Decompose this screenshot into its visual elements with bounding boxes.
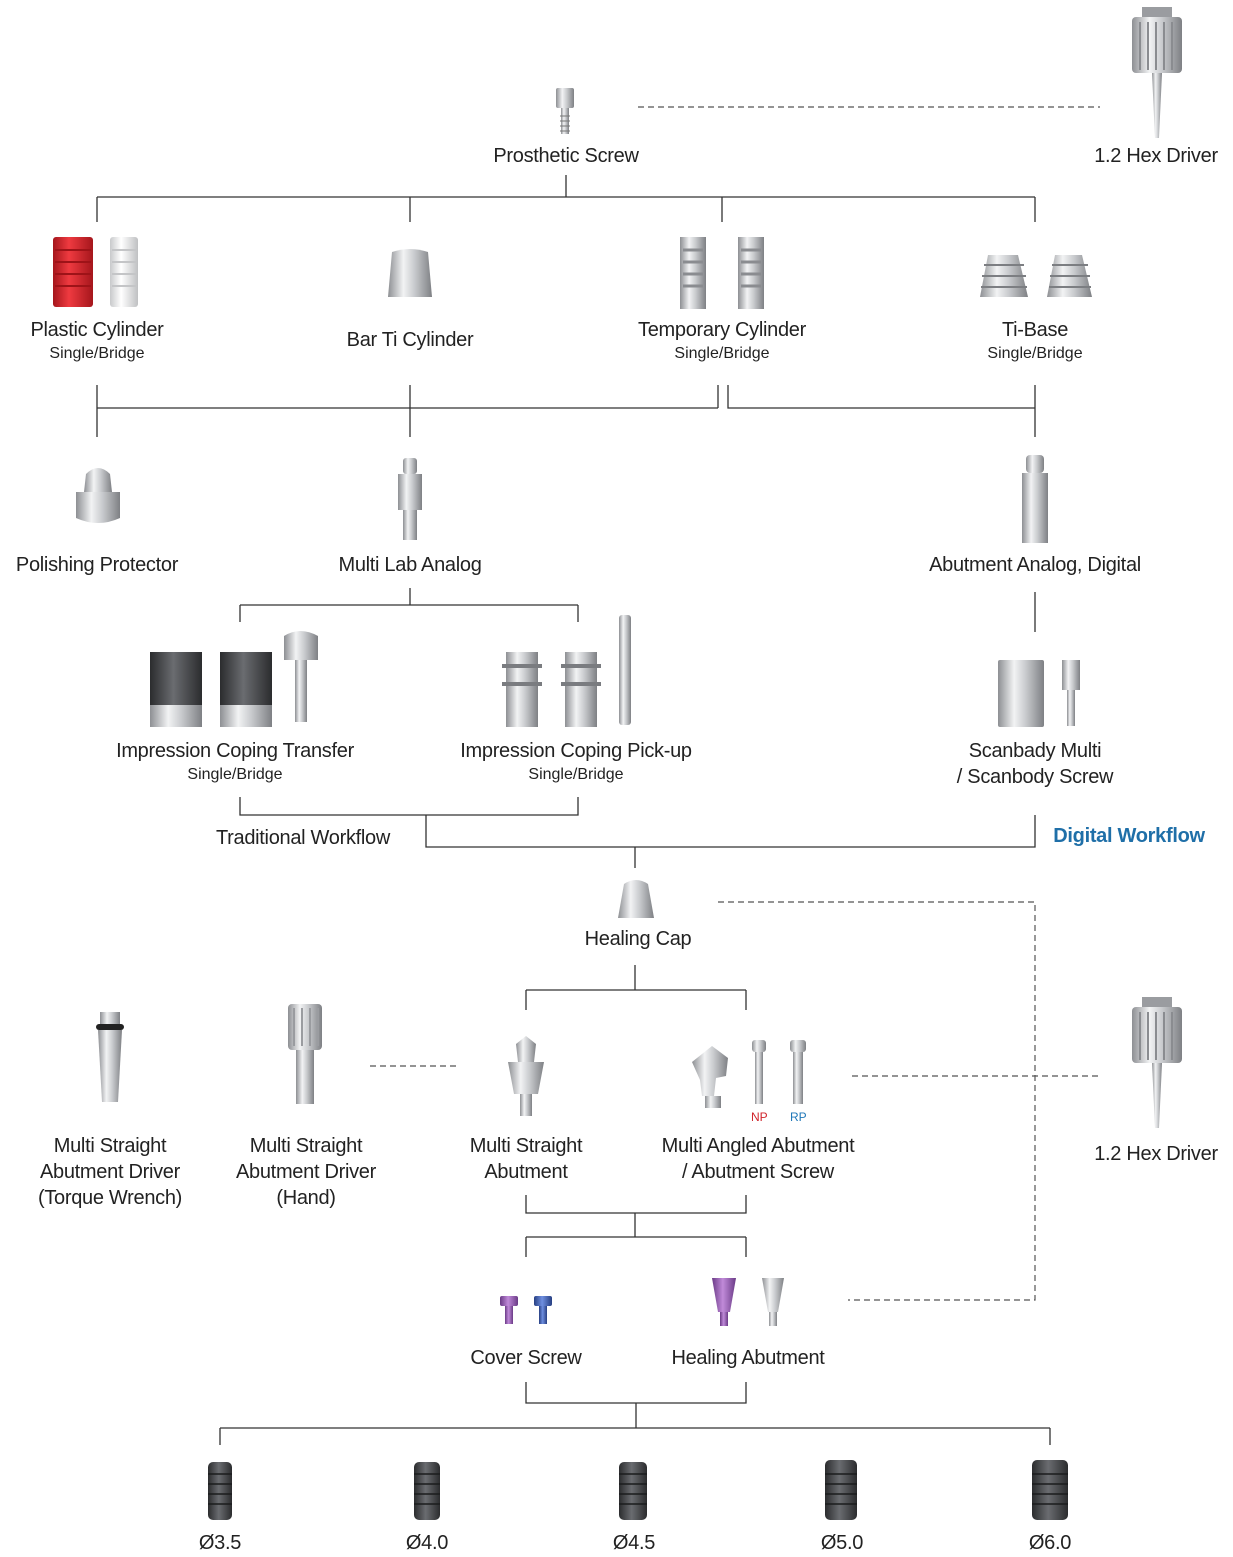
healing-cap-part <box>618 880 654 918</box>
driver-hand-line1: Multi Straight <box>249 1135 363 1157</box>
ti-base-sub: Single/Bridge <box>987 345 1083 362</box>
scanbody-line1: Scanbady Multi <box>968 740 1102 762</box>
driver-torque-line2: Abutment Driver <box>39 1161 180 1183</box>
hex-driver-top-label: 1.2 Hex Driver <box>1094 143 1218 169</box>
implant-label: Ø6.0 <box>1029 1530 1071 1556</box>
implant-label: Ø5.0 <box>821 1530 863 1556</box>
scanbody-label: Scanbady Multi / Scanbody Screw <box>956 738 1114 790</box>
bar-ti-cylinder-label: Bar Ti Cylinder <box>347 327 474 353</box>
implant-size-text: Ø4.5 <box>612 1532 656 1554</box>
impression-pickup-sub: Single/Bridge <box>528 766 624 783</box>
ti-base-label: Ti-Base Single/Bridge <box>987 317 1082 365</box>
driver-torque-part <box>96 1012 124 1102</box>
hex-driver-bottom-label: 1.2 Hex Driver <box>1094 1141 1218 1167</box>
scanbody-part <box>998 660 1080 727</box>
implant-size-text: Ø5.0 <box>820 1532 864 1554</box>
ti-base-text: Ti-Base <box>1001 319 1069 341</box>
plastic-cylinder-text: Plastic Cylinder <box>30 319 164 341</box>
traditional-workflow-label: Traditional Workflow <box>216 825 390 851</box>
impression-pickup-label: Impression Coping Pick-up Single/Bridge <box>460 738 692 786</box>
digital-workflow-label: Digital Workflow <box>1053 823 1205 849</box>
angled-abutment-label: Multi Angled Abutment / Abutment Screw <box>662 1133 855 1185</box>
abutment-analog-label: Abutment Analog, Digital <box>929 552 1141 578</box>
driver-hand-part <box>288 1004 322 1104</box>
angled-abutment-line2: / Abutment Screw <box>682 1161 834 1183</box>
np-label: NP <box>751 1110 768 1124</box>
traditional-workflow-text: Traditional Workflow <box>215 827 391 849</box>
polishing-protector-label: Polishing Protector <box>16 552 178 578</box>
multi-lab-analog-text: Multi Lab Analog <box>338 554 482 576</box>
abutment-analog-part <box>1022 455 1048 543</box>
driver-torque-line1: Multi Straight <box>53 1135 167 1157</box>
driver-hand-line3: (Hand) <box>276 1187 336 1209</box>
hex-driver-bottom-part <box>1132 997 1182 1128</box>
polishing-protector-part <box>76 468 120 523</box>
impression-transfer-sub: Single/Bridge <box>187 766 283 783</box>
plastic-cylinder-label: Plastic Cylinder Single/Bridge <box>30 317 163 365</box>
implant-size-text: Ø6.0 <box>1028 1532 1072 1554</box>
impression-transfer-text: Impression Coping Transfer <box>116 740 354 762</box>
prosthetic-screw-text: Prosthetic Screw <box>493 145 639 167</box>
implant-label: Ø4.5 <box>613 1530 655 1556</box>
hex-driver-bottom-text: 1.2 Hex Driver <box>1094 1143 1218 1165</box>
healing-abutment-part <box>712 1278 784 1326</box>
temporary-cylinder-part <box>680 237 764 309</box>
bar-ti-cylinder-part <box>388 249 432 297</box>
impression-coping-transfer-part <box>150 631 318 727</box>
straight-abutment-part <box>508 1036 544 1116</box>
healing-cap-label: Healing Cap <box>585 926 692 952</box>
healing-cap-text: Healing Cap <box>584 928 692 950</box>
angled-abutment-line1: Multi Angled Abutment <box>661 1135 855 1157</box>
rp-label: RP <box>790 1110 807 1124</box>
straight-abutment-label: Multi Straight Abutment <box>470 1133 583 1185</box>
plastic-cylinder-sub: Single/Bridge <box>49 345 145 362</box>
cover-screw-text: Cover Screw <box>470 1347 582 1369</box>
temporary-cylinder-sub: Single/Bridge <box>674 345 770 362</box>
implant-label: Ø4.0 <box>406 1530 448 1556</box>
abutment-analog-text: Abutment Analog, Digital <box>929 554 1141 576</box>
cover-screw-part <box>500 1296 552 1324</box>
implant-size-text: Ø3.5 <box>198 1532 242 1554</box>
hex-driver-top-text: 1.2 Hex Driver <box>1094 145 1218 167</box>
bar-ti-cylinder-text: Bar Ti Cylinder <box>346 329 474 351</box>
healing-abutment-text: Healing Abutment <box>671 1347 825 1369</box>
impression-coping-pickup-part <box>502 615 631 727</box>
impression-transfer-label: Impression Coping Transfer Single/Bridge <box>116 738 354 786</box>
temporary-cylinder-label: Temporary Cylinder Single/Bridge <box>638 317 806 365</box>
digital-workflow-text: Digital Workflow <box>1053 825 1205 847</box>
implant-label: Ø3.5 <box>199 1530 241 1556</box>
plastic-cylinder-part <box>53 237 138 307</box>
driver-torque-label: Multi Straight Abutment Driver (Torque W… <box>38 1133 182 1211</box>
implant-parts <box>208 1460 1068 1520</box>
implant-size-text: Ø4.0 <box>405 1532 449 1554</box>
polishing-protector-text: Polishing Protector <box>15 554 179 576</box>
straight-abutment-line1: Multi Straight <box>469 1135 583 1157</box>
healing-abutment-label: Healing Abutment <box>671 1345 824 1371</box>
cover-screw-label: Cover Screw <box>470 1345 581 1371</box>
straight-abutment-line2: Abutment <box>484 1161 568 1183</box>
prosthetic-screw-part <box>556 88 574 134</box>
multi-lab-analog-part <box>398 458 422 540</box>
ti-base-part <box>980 255 1092 297</box>
driver-torque-line3: (Torque Wrench) <box>37 1187 183 1209</box>
driver-hand-label: Multi Straight Abutment Driver (Hand) <box>236 1133 376 1211</box>
hex-driver-top-part <box>1132 7 1182 138</box>
impression-pickup-text: Impression Coping Pick-up <box>460 740 692 762</box>
multi-lab-analog-label: Multi Lab Analog <box>338 552 481 578</box>
angled-abutment-part <box>692 1040 806 1108</box>
prosthetic-screw-label: Prosthetic Screw <box>493 143 639 169</box>
temporary-cylinder-text: Temporary Cylinder <box>638 319 806 341</box>
scanbody-line2: / Scanbody Screw <box>956 766 1114 788</box>
driver-hand-line2: Abutment Driver <box>236 1161 376 1183</box>
